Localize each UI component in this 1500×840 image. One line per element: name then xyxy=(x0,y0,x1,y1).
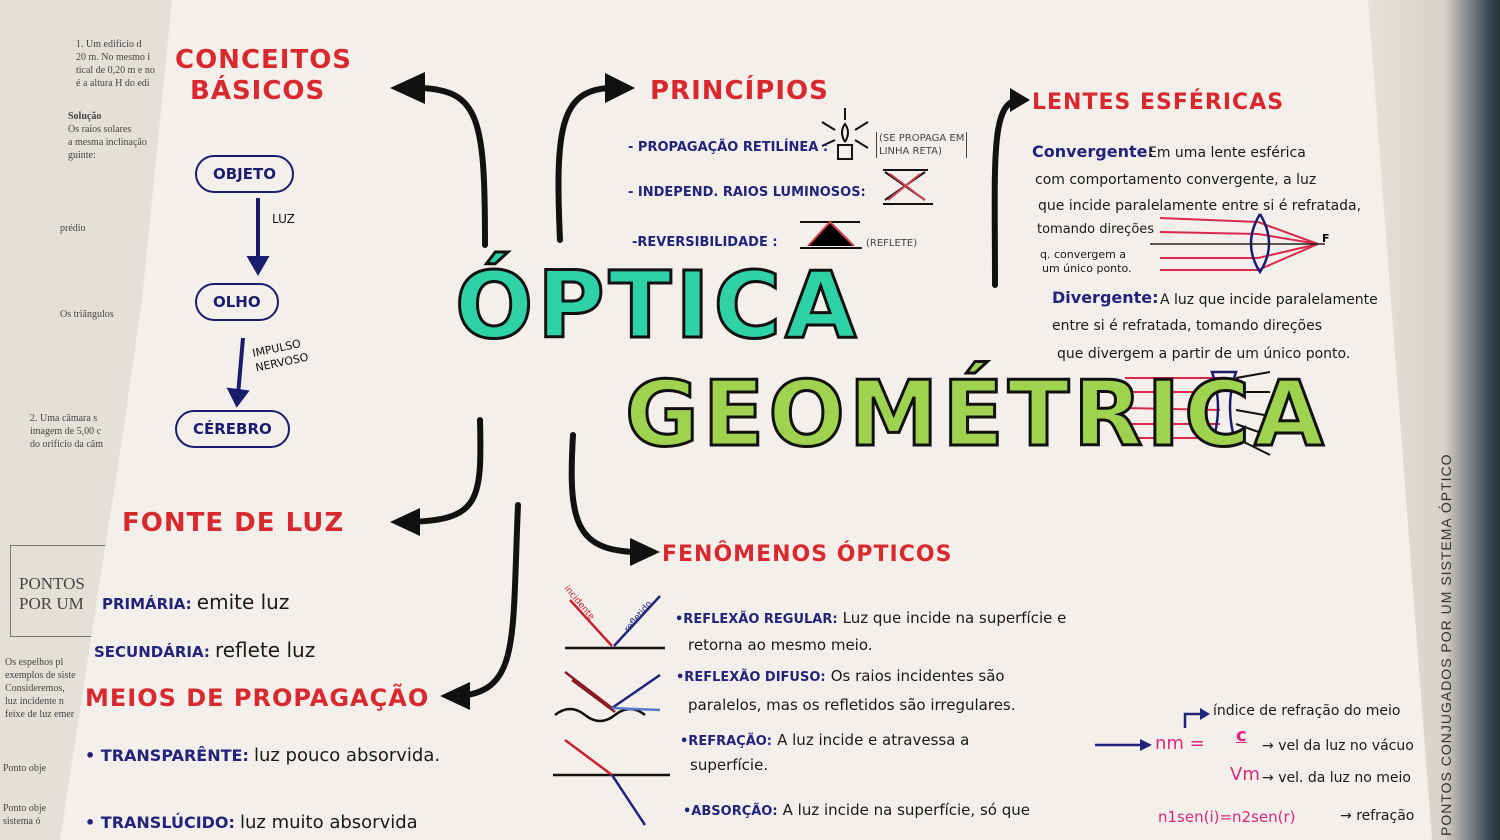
node-cerebro: CÉREBRO xyxy=(175,410,290,448)
fonte-secundaria: SECUNDÁRIA: reflete luz xyxy=(94,638,316,662)
book-text: prédio xyxy=(60,223,86,234)
book-text: Os triângulos xyxy=(60,309,114,320)
arrow-fenomenos xyxy=(568,432,638,555)
heading-basicos: BÁSICOS xyxy=(190,76,326,106)
formula-note-c: → vel da luz no vácuo xyxy=(1262,738,1414,754)
principio-propagacao: - PROPAGAÇÃO RETILÍNEA : xyxy=(628,140,829,155)
edge-label-luz: LUZ xyxy=(272,212,295,226)
heading-fonte-de-luz: FONTE DE LUZ xyxy=(122,508,345,538)
title-geometrica: GEOMÉTRICA xyxy=(624,361,1328,469)
heading-lentes: LENTES ESFÉRICAS xyxy=(1032,90,1285,115)
text-convergente: um único ponto. xyxy=(1042,262,1132,275)
arrow-conceitos xyxy=(417,85,488,248)
fenomeno-reflexao-difuso: •REFLEXÃO DIFUSO: Os raios incidentes sã… xyxy=(676,667,1005,685)
note-reflete: (REFLETE) xyxy=(866,238,918,249)
text-convergente: tomando direções xyxy=(1037,222,1155,237)
label-convergente: Convergente: xyxy=(1032,142,1154,161)
formula-note-snell: → refração xyxy=(1340,808,1415,824)
text-convergente: Em uma lente esférica xyxy=(1148,145,1306,161)
formula-vm: Vm xyxy=(1230,764,1260,785)
fenomeno-refracao: •REFRAÇÃO: A luz incide e atravessa a xyxy=(680,731,970,749)
meio-translucido: • TRANSLÚCIDO: luz muito absorvida xyxy=(85,812,418,833)
meio-transparente: • TRANSPARÊNTE: luz pouco absorvida. xyxy=(85,745,441,766)
arrow-meios xyxy=(457,502,521,699)
text-divergente: A luz que incide paralelamente xyxy=(1160,292,1378,308)
fenomeno-text: retorna ao mesmo meio. xyxy=(688,636,873,654)
principio-independencia: - INDEPEND. RAIOS LUMINOSOS: xyxy=(628,185,866,200)
heading-conceitos: CONCEITOS xyxy=(175,45,353,75)
arrow-principios xyxy=(555,85,613,243)
node-olho: OLHO xyxy=(195,283,279,321)
title-optica: ÓPTICA xyxy=(453,251,861,361)
text-convergente: com comportamento convergente, a luz xyxy=(1035,172,1317,188)
formula-c: c xyxy=(1236,725,1247,746)
heading-fenomenos: FENÔMENOS ÓPTICOS xyxy=(662,542,953,567)
text-divergente: que divergem a partir de um único ponto. xyxy=(1057,346,1351,362)
heading-meios: MEIOS DE PROPAGAÇÃO xyxy=(85,684,430,712)
text-convergente: que incide paralelamente entre si é refr… xyxy=(1038,198,1362,214)
node-objeto: OBJETO xyxy=(195,155,294,193)
text-convergente: q. convergem a xyxy=(1040,248,1127,261)
fenomeno-text: paralelos, mas os refletidos são irregul… xyxy=(688,696,1016,714)
formula-note-indice: índice de refração do meio xyxy=(1213,703,1401,719)
formula-note-v: → vel. da luz no meio xyxy=(1262,770,1411,786)
book-text: Ponto obje xyxy=(3,763,47,774)
arrow-lentes xyxy=(991,97,1023,288)
focus-label: F xyxy=(1322,232,1330,245)
formula-nm: nm = xyxy=(1155,733,1205,754)
fonte-primaria: PRIMÁRIA: emite luz xyxy=(102,590,290,614)
heading-principios: PRINCÍPIOS xyxy=(650,76,829,106)
text-divergente: entre si é refratada, tomando direções xyxy=(1052,318,1322,334)
principio-reversibilidade: -REVERSIBILIDADE : xyxy=(632,235,778,250)
fenomeno-reflexao-regular: •REFLEXÃO REGULAR: Luz que incide na sup… xyxy=(675,609,1067,627)
label-divergente: Divergente: xyxy=(1052,288,1159,307)
fenomeno-text: superfície. xyxy=(690,756,769,774)
fenomeno-absorcao: •ABSORÇÃO: A luz incide na superfície, s… xyxy=(683,801,1030,819)
arrow-fonte xyxy=(407,417,484,525)
formula-snell: n1sen(i)=n2sen(r) xyxy=(1158,808,1296,826)
